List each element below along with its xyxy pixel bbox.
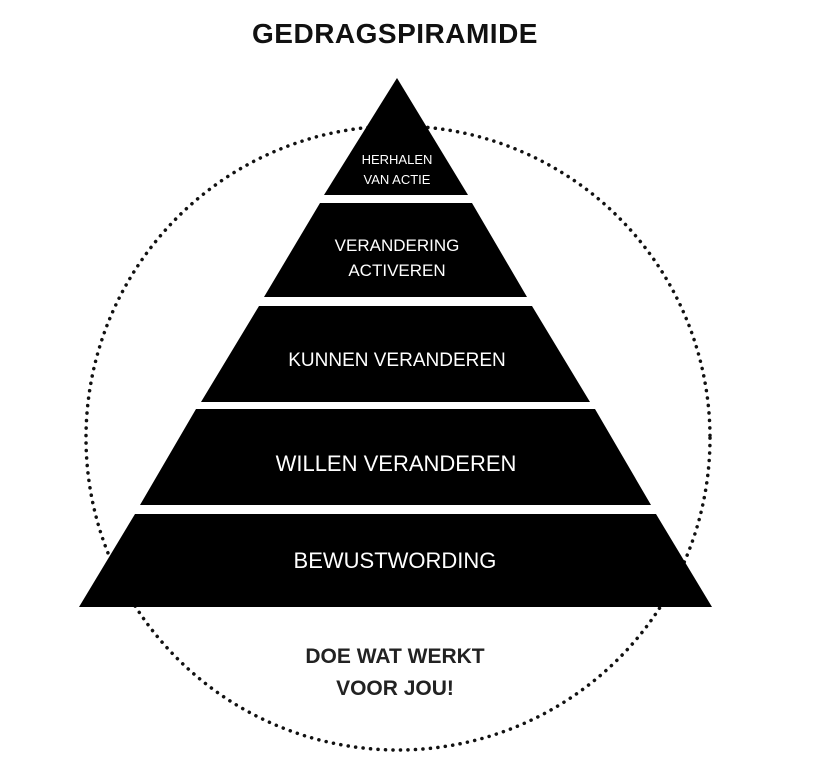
level-label-van-actie: VAN ACTIE — [364, 172, 431, 187]
level-label-kunnen-veranderen: KUNNEN VERANDEREN — [288, 350, 505, 371]
footer-slogan: DOE WAT WERKT VOOR JOU! — [295, 641, 495, 705]
level-label-bewustwording: BEWUSTWORDING — [294, 548, 497, 573]
level-label-herhalen: HERHALEN — [362, 152, 433, 167]
diagram-title: GEDRAGSPIRAMIDE — [252, 18, 538, 49]
pyramid-level-3 — [201, 306, 590, 402]
pyramid-level-2 — [264, 203, 527, 297]
pyramid-level-5 — [79, 514, 712, 607]
footer-line-2: VOOR JOU! — [336, 677, 454, 700]
footer-line-1: DOE WAT WERKT — [305, 645, 485, 668]
pyramid-level-4 — [140, 409, 651, 505]
pyramid-level-top — [324, 78, 468, 195]
level-label-willen-veranderen: WILLEN VERANDEREN — [276, 451, 517, 476]
level-label-activeren: ACTIVEREN — [348, 261, 445, 280]
level-label-verandering: VERANDERING — [335, 236, 460, 255]
